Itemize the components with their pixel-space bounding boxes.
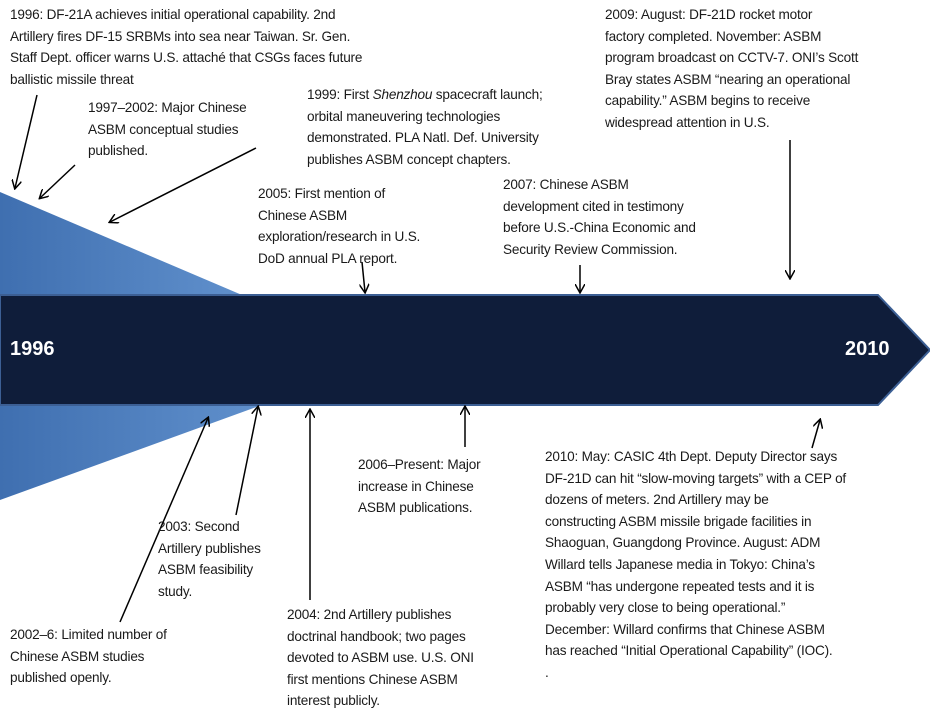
event-1999-rest: spacecraft launch; orbital maneuvering t… [307,87,543,167]
end-year-label: 2010 [845,338,890,360]
event-2009: 2009: August: DF-21D rocket motor factor… [605,7,859,130]
event-2010: 2010: May: CASIC 4th Dept. Deputy Direct… [545,449,847,680]
event-2003: 2003: Second Artillery publishes ASBM fe… [158,519,261,599]
upper-wedge [0,192,242,295]
pointer-arrows [15,94,820,623]
event-2002-6: 2002–6: Limited number of Chinese ASBM s… [10,627,167,686]
event-1996: 1996: DF-21A achieves initial operationa… [10,7,363,87]
event-1999-prefix: 1999: First [307,87,373,102]
lower-wedge [0,405,262,500]
start-year-label: 1996 [10,338,55,360]
event-2007: 2007: Chinese ASBM development cited in … [503,177,696,257]
timeline-bar [0,294,930,406]
event-2004: 2004: 2nd Artillery publishes doctrinal … [287,607,474,709]
event-1999: 1999: First Shenzhou spacecraft launch; … [307,84,543,170]
event-1997-2002: 1997–2002: Major Chinese ASBM conceptual… [88,100,247,159]
event-2005: 2005: First mention of Chinese ASBM expl… [258,186,421,266]
event-1999-shenzhou: Shenzhou [372,87,433,102]
event-2006-present: 2006–Present: Major increase in Chinese … [358,457,481,516]
timeline-graphic [0,94,930,623]
